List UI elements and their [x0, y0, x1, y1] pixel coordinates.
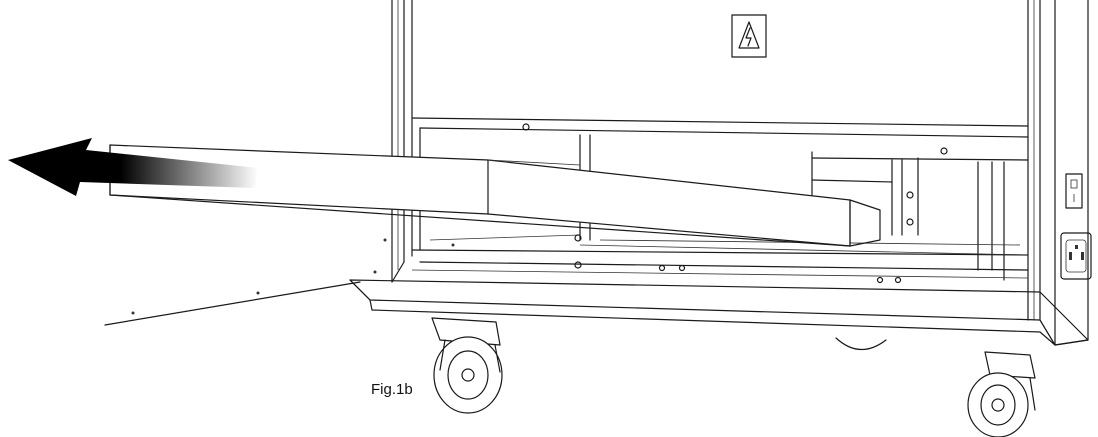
- pulled-tray: [109, 144, 881, 247]
- power-inlet-icon: [1060, 232, 1092, 280]
- floor-line: [104, 281, 361, 326]
- wheel-rear-middle: [835, 337, 887, 351]
- pull-direction-arrow-icon: [8, 138, 258, 196]
- screws: [131, 123, 948, 315]
- wheel-front-left: [431, 317, 503, 414]
- cabinet-left-frame: [391, 0, 413, 283]
- cabinet-right-frame: [1027, 0, 1089, 346]
- cabinet-base: [349, 269, 1089, 346]
- high-voltage-warning-icon: [731, 14, 767, 58]
- wheel-front-right: [967, 351, 1036, 437]
- power-switch-icon: [1065, 173, 1083, 209]
- figure-caption: Fig.1b: [371, 381, 413, 398]
